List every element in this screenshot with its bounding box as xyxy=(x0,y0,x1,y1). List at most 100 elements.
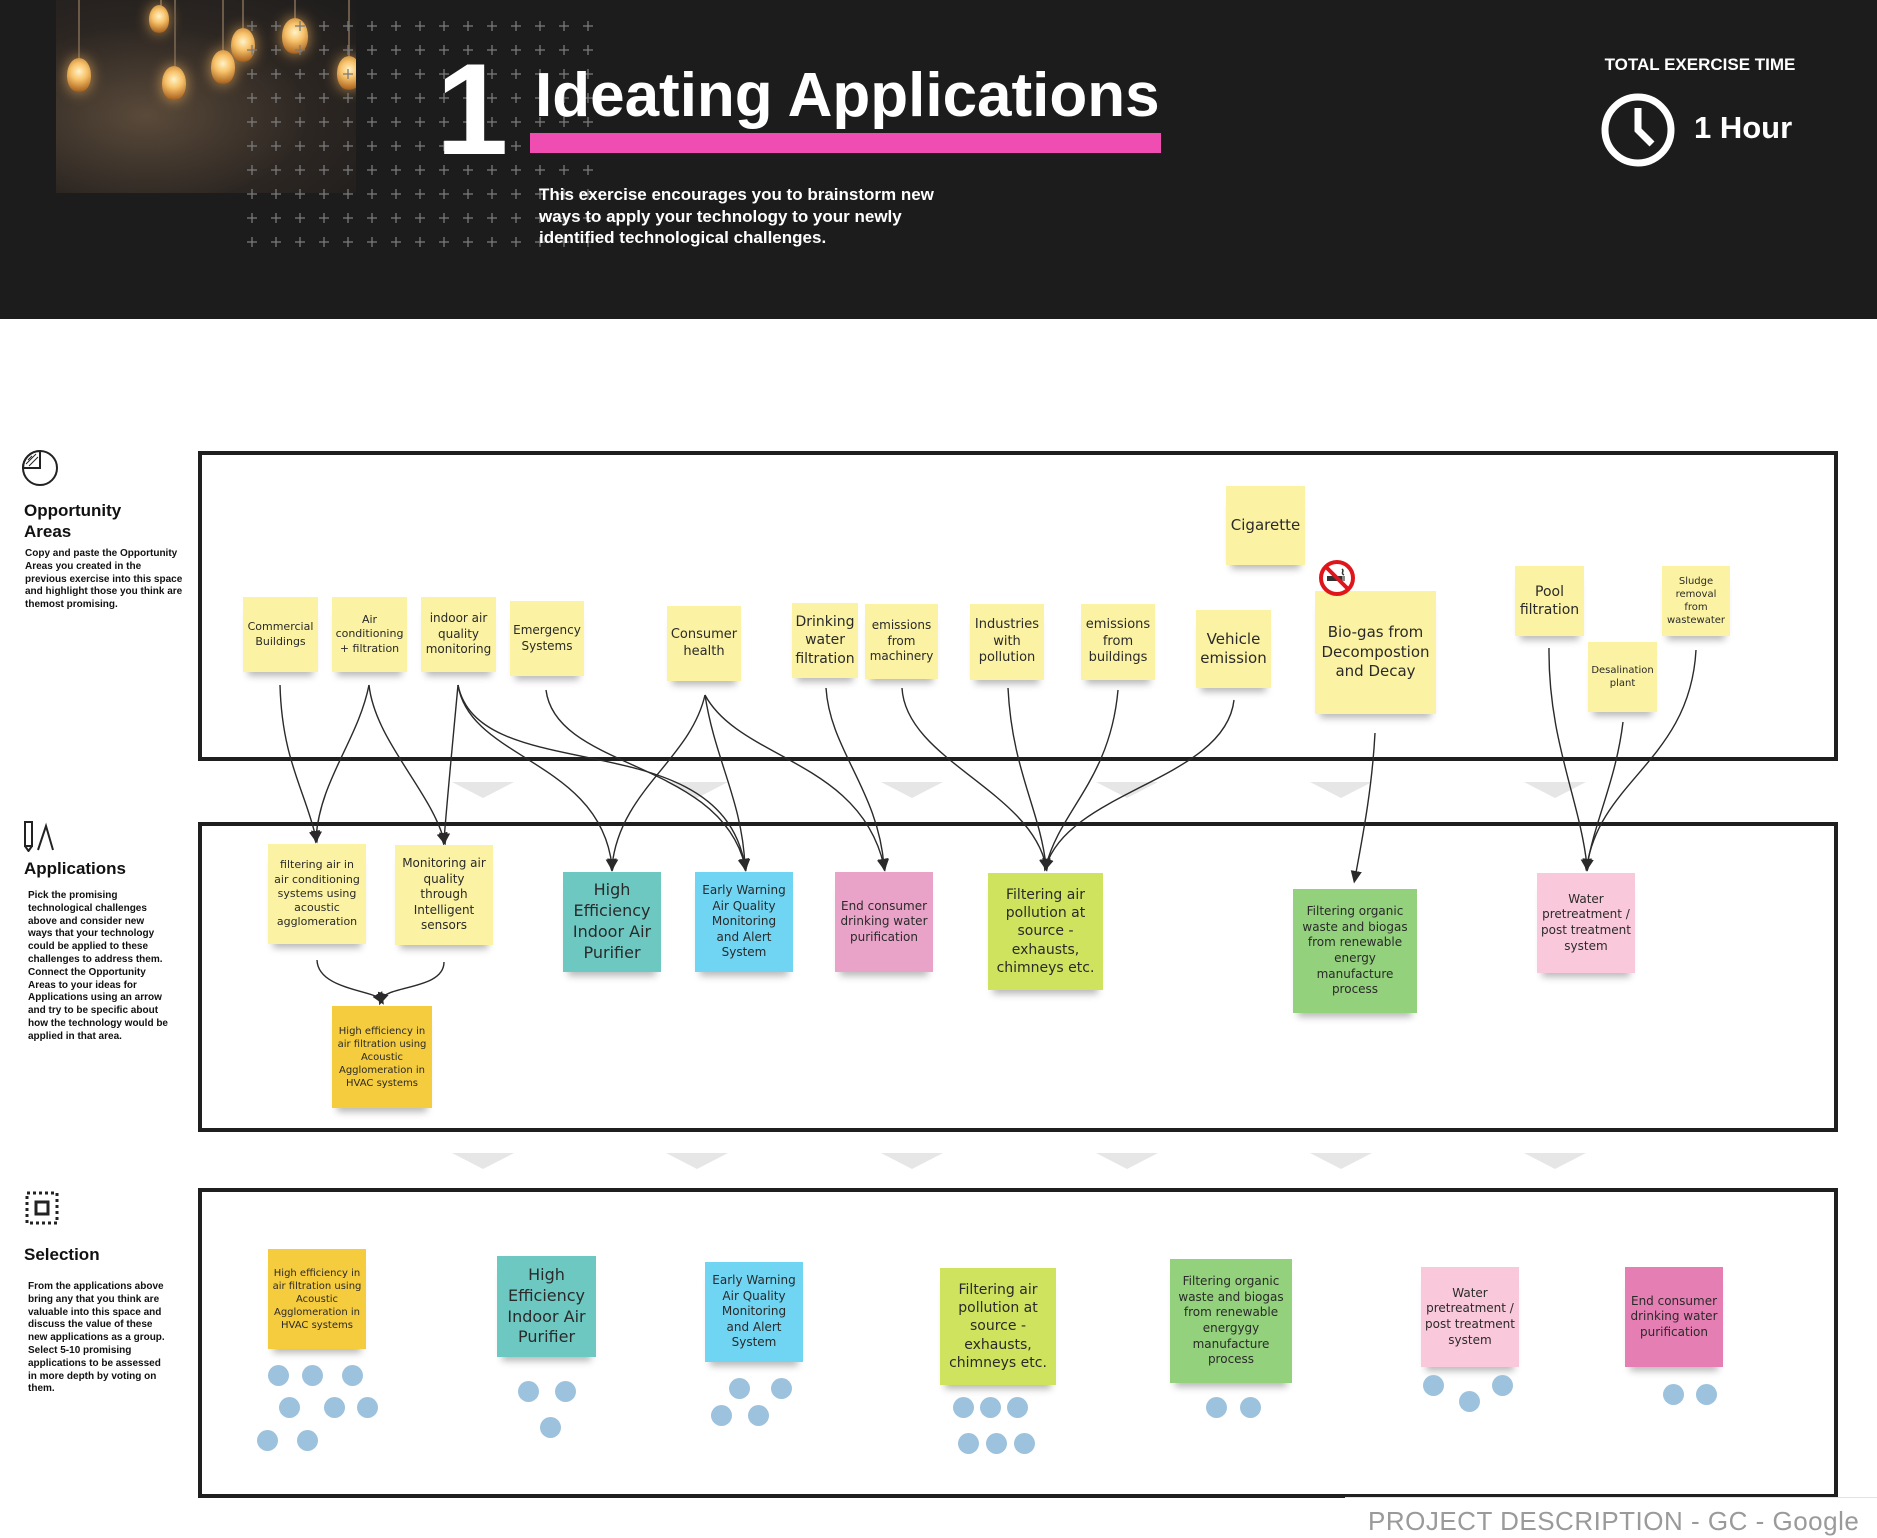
opportunity-areas-title: Opportunity Areas xyxy=(24,501,122,541)
connector-arrow xyxy=(316,959,384,1005)
sticky-note[interactable]: Filtering air pollution at source - exha… xyxy=(940,1268,1056,1385)
title-underline xyxy=(530,133,1161,153)
vote-dot[interactable] xyxy=(1014,1433,1035,1454)
sticky-note[interactable]: End consumer drinking water purification xyxy=(835,872,933,972)
sticky-note[interactable]: High Efficiency Indoor Air Purifier xyxy=(497,1256,596,1357)
connector-arrow xyxy=(704,694,888,872)
vote-dot[interactable] xyxy=(1663,1384,1684,1405)
sticky-note[interactable]: Sludge removal from wastewater xyxy=(1662,566,1730,636)
sticky-note[interactable]: filtering air in air conditioning system… xyxy=(268,844,366,944)
vote-dot[interactable] xyxy=(711,1405,732,1426)
vote-dot[interactable] xyxy=(540,1417,561,1438)
sticky-note[interactable]: Drinking water filtration xyxy=(792,603,858,678)
sticky-note[interactable]: Air conditioning + filtration xyxy=(332,597,407,672)
sticky-note[interactable]: Monitoring air quality through Intellige… xyxy=(395,845,493,945)
connector-arrow xyxy=(901,687,1051,872)
connector-arrow xyxy=(457,684,750,872)
sticky-note[interactable]: Consumer health xyxy=(667,606,741,681)
connector-arrow xyxy=(1582,649,1697,872)
vote-dot[interactable] xyxy=(1206,1397,1227,1418)
connector-arrow xyxy=(704,694,751,872)
light-bulbs-photo xyxy=(56,0,356,193)
sticky-note[interactable]: Filtering air pollution at source - exha… xyxy=(988,873,1103,990)
sticky-note[interactable]: Early Warning Air Quality Monitoring and… xyxy=(705,1262,803,1362)
vote-dot[interactable] xyxy=(980,1397,1001,1418)
sticky-note[interactable]: Water pretreatment / post treatment syst… xyxy=(1537,873,1635,973)
vote-dot[interactable] xyxy=(324,1397,345,1418)
sticky-note[interactable]: emissions from buildings xyxy=(1081,604,1155,680)
connector-arrow xyxy=(368,684,448,846)
vote-dot[interactable] xyxy=(279,1397,300,1418)
sticky-note[interactable]: High efficiency in air filtration using … xyxy=(332,1006,432,1108)
pie-chart-icon xyxy=(21,449,58,486)
vote-dot[interactable] xyxy=(729,1378,750,1399)
vote-dot[interactable] xyxy=(268,1365,289,1386)
clock-icon xyxy=(1601,93,1675,167)
applications-title: Applications xyxy=(24,859,127,878)
sticky-note[interactable]: Water pretreatment / post treatment syst… xyxy=(1421,1267,1519,1367)
vote-dot[interactable] xyxy=(958,1433,979,1454)
window-tab-label: PROJECT DESCRIPTION - GC - Google xyxy=(1368,1506,1860,1536)
sticky-note[interactable]: High Efficiency Indoor Air Purifier xyxy=(563,872,661,972)
no-smoking-icon xyxy=(1319,560,1355,596)
sticky-note[interactable]: Filtering organic waste and biogas from … xyxy=(1170,1259,1292,1383)
sticky-note[interactable]: Pool filtration xyxy=(1515,566,1584,636)
vote-dot[interactable] xyxy=(1696,1384,1717,1405)
connector-arrow xyxy=(377,961,445,1006)
vote-dot[interactable] xyxy=(257,1430,278,1451)
sticky-note[interactable]: Cigarette xyxy=(1226,486,1305,565)
connector-arrow xyxy=(457,684,617,872)
connector-arrow xyxy=(1042,699,1235,872)
connector-arrow xyxy=(1350,732,1376,884)
exercise-number: 1 xyxy=(436,36,509,182)
vote-dot[interactable] xyxy=(1007,1397,1028,1418)
connector-arrow xyxy=(1007,687,1051,872)
grid-decoration xyxy=(247,21,593,247)
sticky-note[interactable]: Filtering organic waste and biogas from … xyxy=(1293,889,1417,1013)
connector-arrow xyxy=(310,684,370,844)
connector-arrow xyxy=(825,687,890,872)
connector-arrow xyxy=(279,684,320,844)
vote-dot[interactable] xyxy=(302,1365,323,1386)
vote-dot[interactable] xyxy=(986,1433,1007,1454)
connector-arrow xyxy=(438,684,459,846)
connector-arrow xyxy=(545,689,749,872)
vote-dot[interactable] xyxy=(357,1397,378,1418)
connector-arrow xyxy=(1042,689,1119,872)
sticky-note[interactable]: Industries with pollution xyxy=(970,604,1044,680)
applications-description: Pick the promising technological challen… xyxy=(28,890,168,1042)
vote-dot[interactable] xyxy=(1240,1397,1261,1418)
sticky-note[interactable]: emissions from machinery xyxy=(865,604,938,679)
vote-dot[interactable] xyxy=(297,1430,318,1451)
vote-dot[interactable] xyxy=(1492,1375,1513,1396)
sticky-note[interactable]: End consumer drinking water purification xyxy=(1625,1267,1723,1367)
vote-dot[interactable] xyxy=(771,1378,792,1399)
connector-arrow xyxy=(1548,647,1592,872)
vote-dot[interactable] xyxy=(1459,1391,1480,1412)
sticky-note[interactable]: Bio-gas from Decompostion and Decay xyxy=(1315,591,1436,714)
sticky-note[interactable]: indoor air quality monitoring xyxy=(421,597,496,672)
vote-dot[interactable] xyxy=(555,1381,576,1402)
vote-dot[interactable] xyxy=(953,1397,974,1418)
selection-description: From the applications above bring any th… xyxy=(28,1281,165,1395)
total-time-label: TOTAL EXERCISE TIME xyxy=(1604,55,1796,74)
sticky-note[interactable]: High efficiency in air filtration using … xyxy=(268,1249,366,1349)
page-title: Ideating Applications xyxy=(535,61,1160,130)
sticky-note[interactable]: Early Warning Air Quality Monitoring and… xyxy=(695,872,793,972)
sticky-note[interactable]: Emergency Systems xyxy=(510,601,584,676)
window-tab-preview[interactable]: PROJECT DESCRIPTION - GC - Google xyxy=(1345,1497,1877,1538)
vote-dot[interactable] xyxy=(518,1381,539,1402)
opportunity-areas-description: Copy and paste the Opportunity Areas you… xyxy=(25,548,183,611)
pencil-ruler-icon xyxy=(24,821,54,852)
sticky-note[interactable]: Vehicle emission xyxy=(1196,610,1271,688)
vote-dot[interactable] xyxy=(748,1405,769,1426)
vote-dot[interactable] xyxy=(342,1365,363,1386)
sticky-note[interactable]: Desalination plant xyxy=(1588,642,1657,712)
vote-dot[interactable] xyxy=(1423,1375,1444,1396)
selection-icon xyxy=(25,1191,59,1225)
header-banner: 1 Ideating Applications This exercise en… xyxy=(0,0,1877,319)
sticky-note[interactable]: Commercial Buildings xyxy=(243,597,318,672)
selection-title: Selection xyxy=(24,1245,100,1264)
total-time-value: 1 Hour xyxy=(1694,110,1793,145)
